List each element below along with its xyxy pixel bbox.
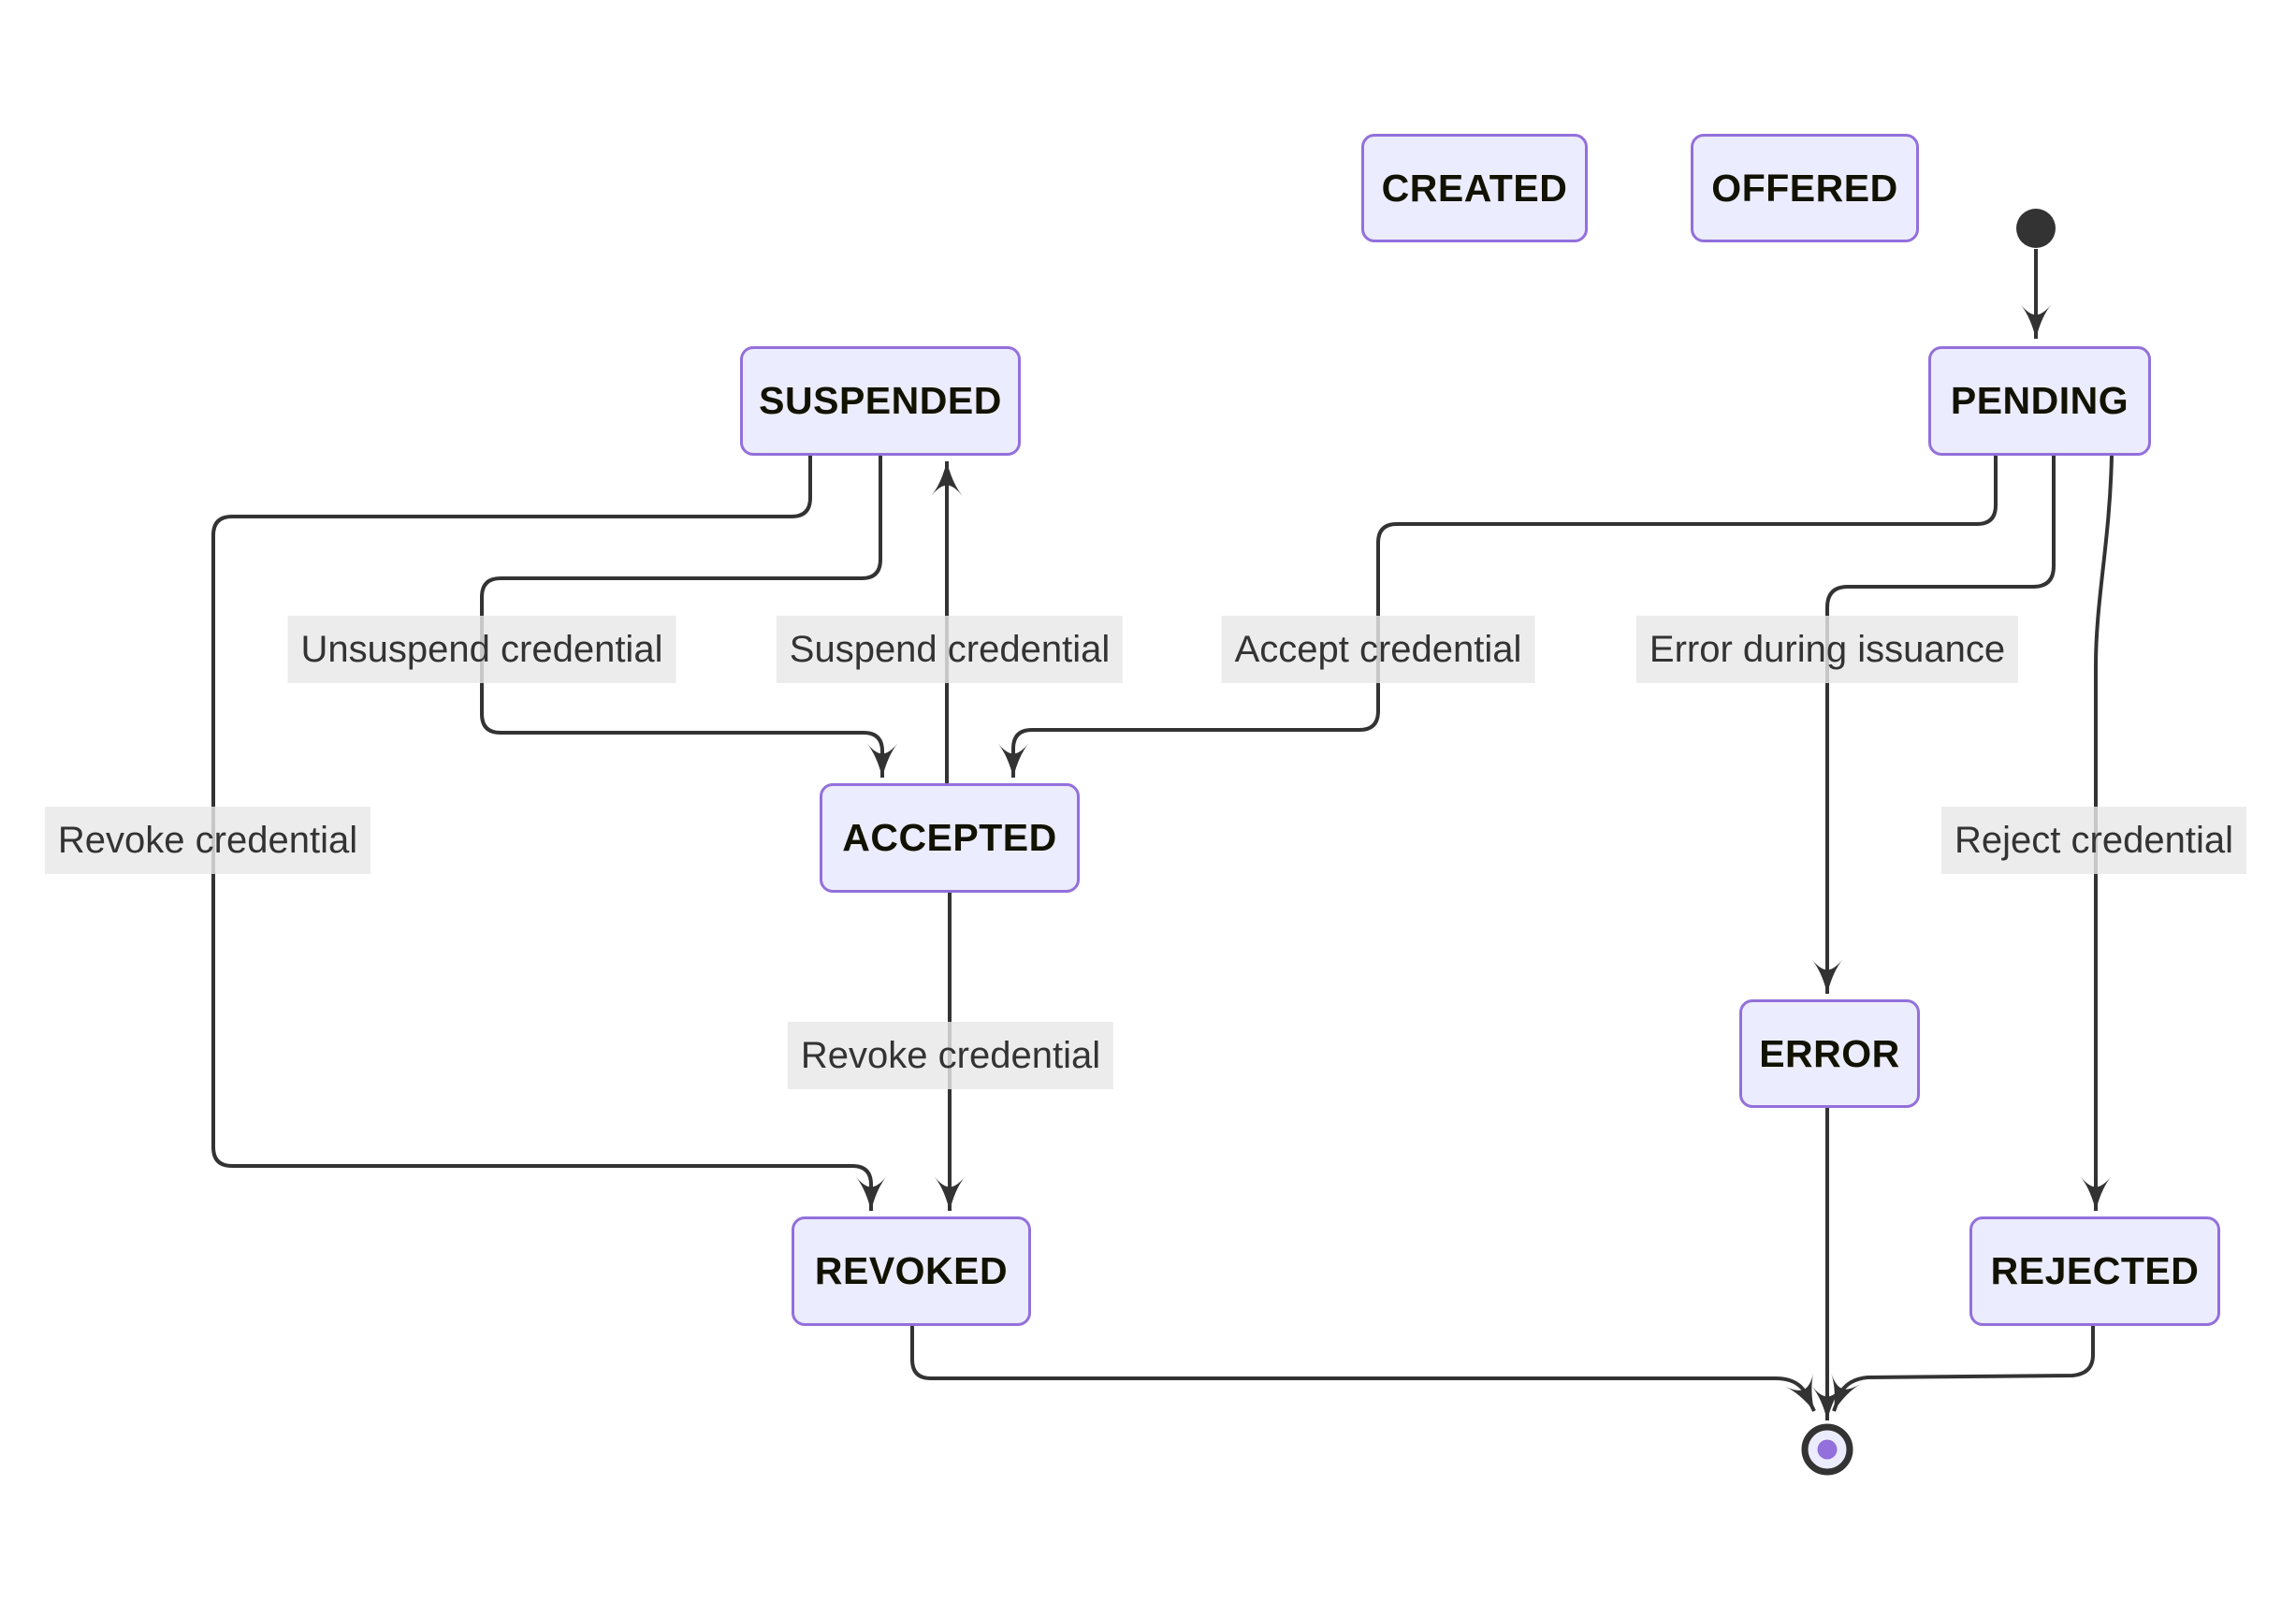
state-accepted: ACCEPTED (820, 783, 1080, 893)
edge-pending-rejected (2080, 455, 2114, 1211)
transition-label: Unsuspend credential (287, 616, 676, 683)
state-rejected: REJECTED (1969, 1216, 2220, 1326)
initial-state-icon (2016, 209, 2056, 248)
state-offered: OFFERED (1691, 134, 1919, 242)
state-pending: PENDING (1928, 346, 2151, 456)
edge-pending-error (1811, 456, 2056, 994)
state-revoked: REVOKED (792, 1216, 1031, 1326)
transition-label: Error during issuance (1635, 616, 2019, 683)
transition-label: Reject credential (1941, 807, 2246, 874)
edge-revoked-final (910, 1326, 1816, 1412)
transition-label: Suspend credential (776, 616, 1124, 683)
transition-label: Accept credential (1221, 616, 1535, 683)
state-error: ERROR (1739, 999, 1920, 1108)
state-created: CREATED (1361, 134, 1588, 242)
final-state-inner-dot (1817, 1439, 1838, 1460)
state-suspended: SUSPENDED (740, 346, 1021, 456)
transition-label: Revoke credential (44, 807, 371, 874)
transition-label: Revoke credential (787, 1022, 1114, 1089)
edge-rejected-final (1831, 1326, 2095, 1412)
